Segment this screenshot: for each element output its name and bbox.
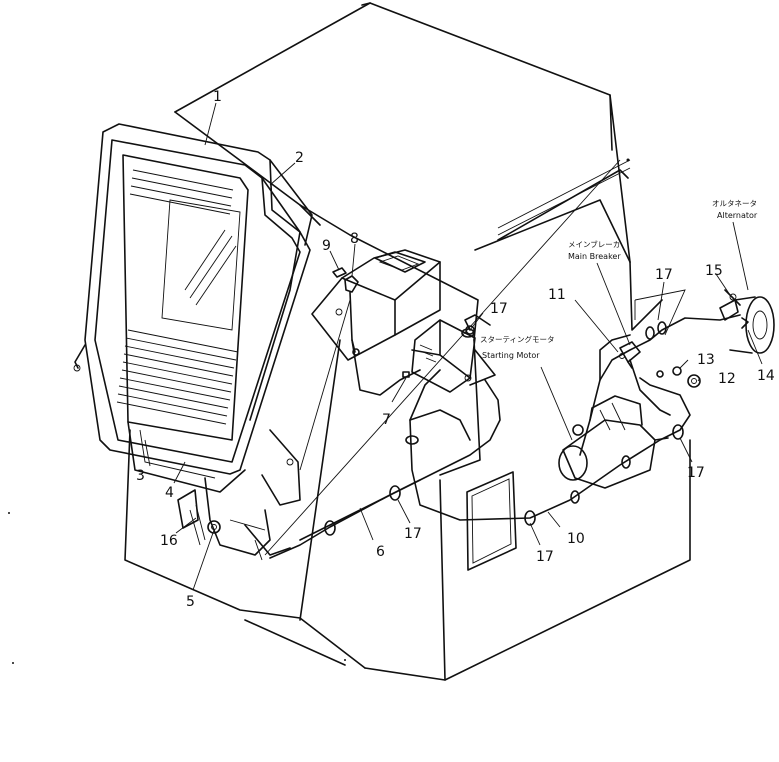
callout-6: 6 <box>376 544 385 560</box>
callout-8: 8 <box>350 231 359 247</box>
speck-marks <box>8 158 630 664</box>
radiator-assembly <box>73 123 313 506</box>
machine-body-outline <box>124 2 691 681</box>
callout-4: 4 <box>165 485 174 501</box>
callout-3: 3 <box>136 468 145 484</box>
main-breaker <box>619 341 641 369</box>
clamp-grommets <box>324 321 684 536</box>
callout-17-battery: 17 <box>490 301 508 317</box>
bracket-16 <box>177 489 199 529</box>
callout-14: 14 <box>757 368 775 384</box>
caption-alternator-en: Alternator <box>717 211 758 220</box>
callout-9: 9 <box>322 238 331 254</box>
callout-1: 1 <box>213 89 222 105</box>
wiring-harness <box>269 314 741 559</box>
caption-main-breaker-jp: メインブレーカ <box>568 239 620 249</box>
callout-12: 12 <box>718 371 736 387</box>
callout-7: 7 <box>382 412 391 428</box>
callout-17-lower: 17 <box>536 549 554 565</box>
starting-motor <box>558 395 669 489</box>
caption-starting-motor-en: Starting Motor <box>482 351 540 360</box>
callout-2: 2 <box>295 150 304 166</box>
caption-alternator-jp: オルタネータ <box>712 199 757 208</box>
caption-main-breaker-en: Main Breaker <box>568 252 621 261</box>
callout-16: 16 <box>160 533 178 549</box>
callout-17-center: 17 <box>404 526 422 542</box>
battery-box <box>311 249 441 361</box>
terminal-parts <box>332 267 360 356</box>
alternator <box>719 296 775 354</box>
small-parts <box>402 366 701 388</box>
callout-17-right: 17 <box>687 465 705 481</box>
lower-bracket <box>189 477 291 561</box>
callout-5: 5 <box>186 594 195 610</box>
caption-starting-motor-jp: スターティングモータ <box>480 334 555 344</box>
callout-11: 11 <box>548 287 566 303</box>
callout-17-alternator: 17 <box>655 267 673 283</box>
bolt-15 <box>724 289 741 306</box>
leader-lines <box>144 102 763 591</box>
callout-15: 15 <box>705 263 723 279</box>
connector-bracket-17 <box>634 289 686 336</box>
callout-10: 10 <box>567 531 585 547</box>
callout-13: 13 <box>697 352 715 368</box>
